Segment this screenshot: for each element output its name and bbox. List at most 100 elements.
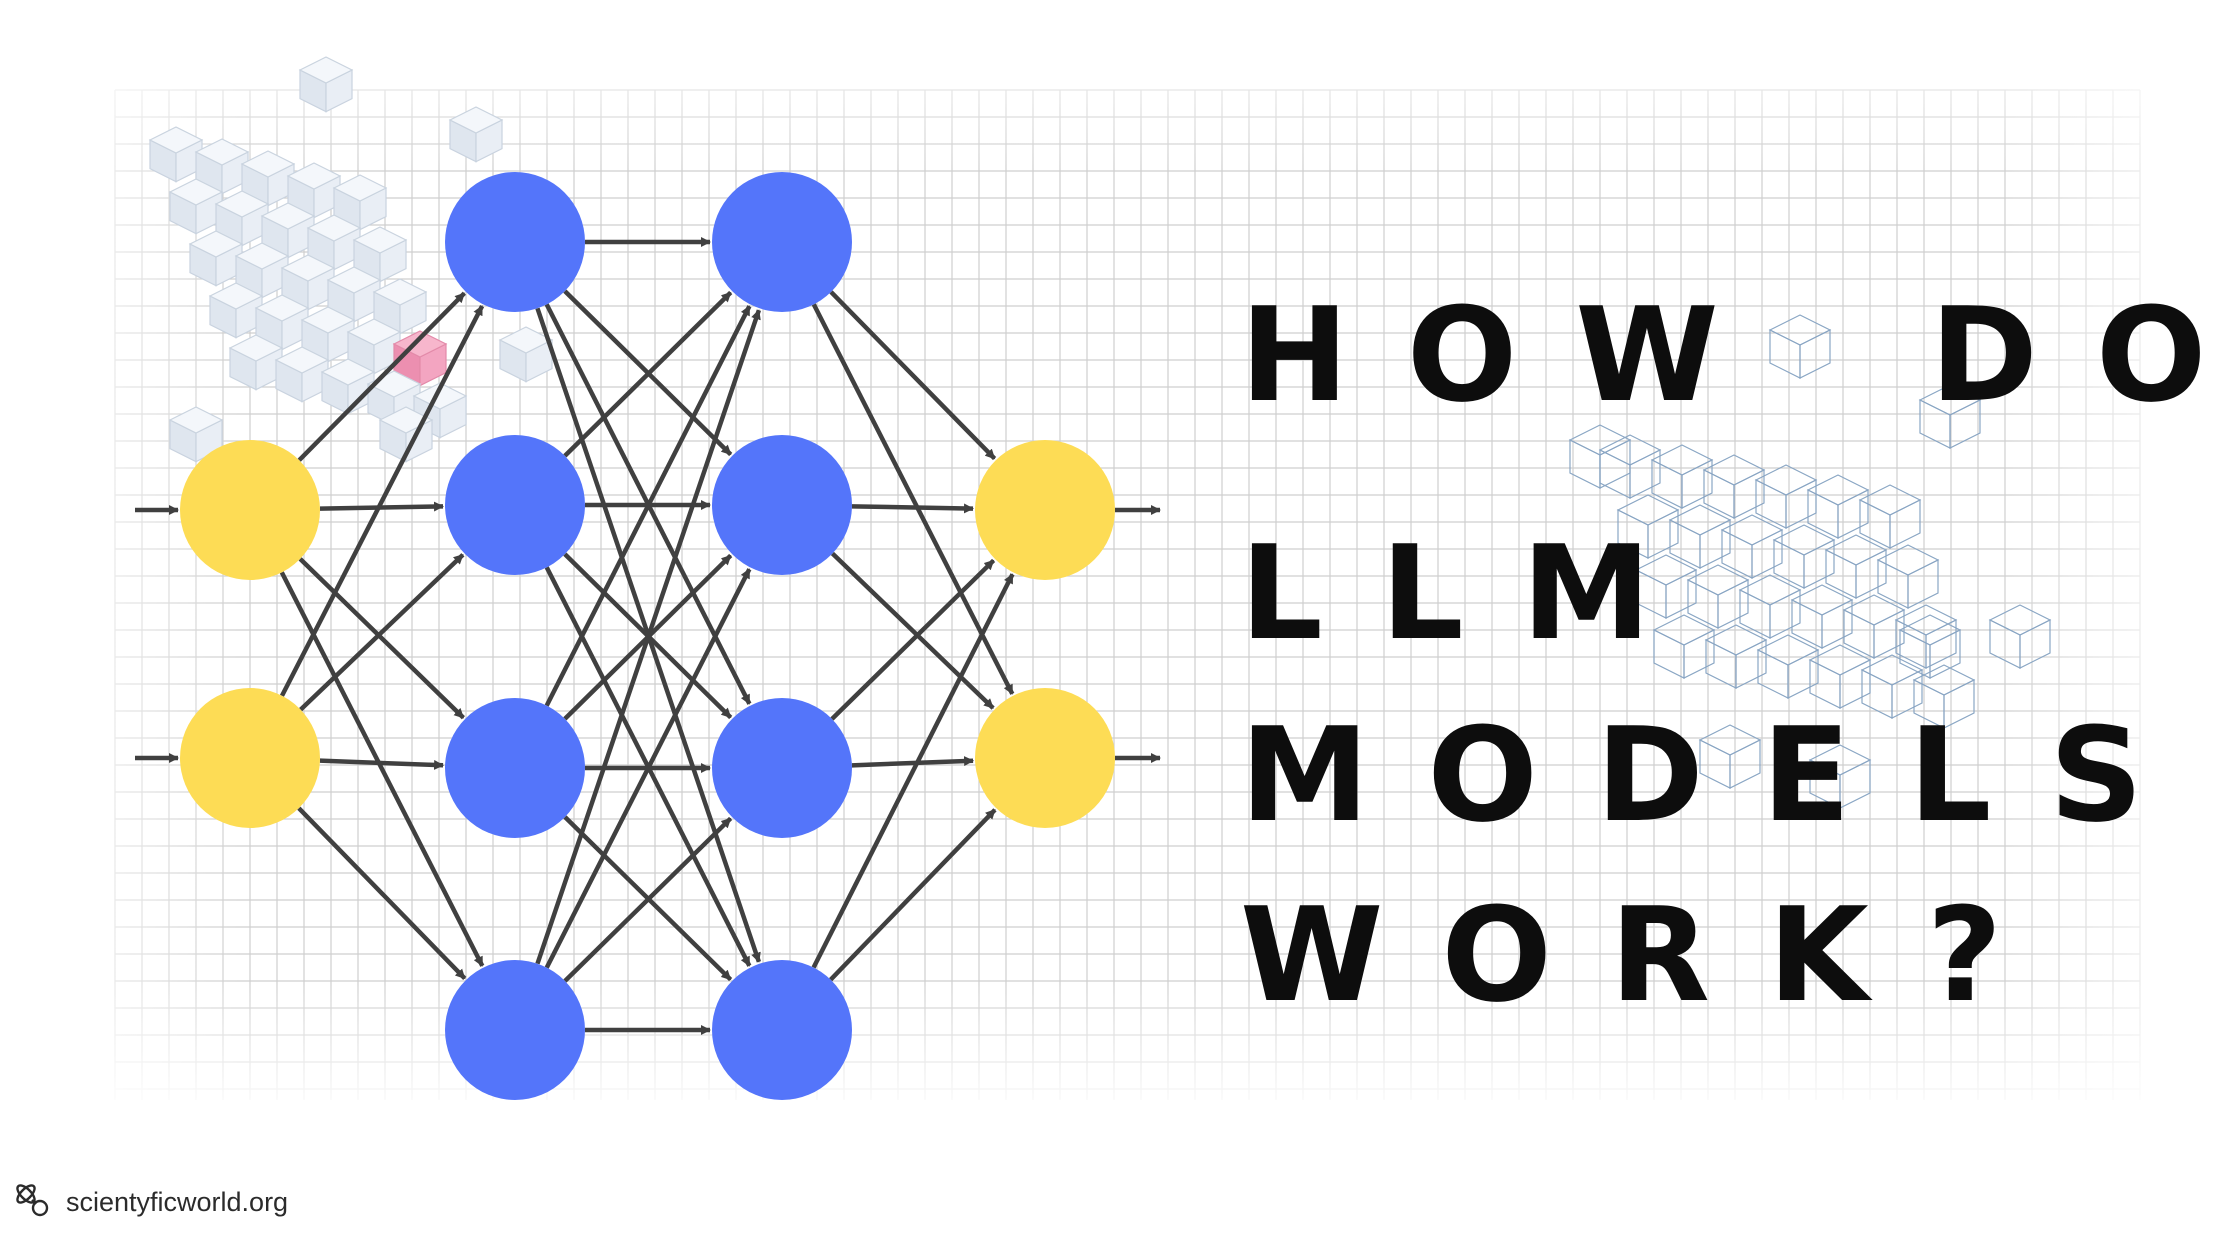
cube [306, 214, 362, 242]
site-url[interactable]: scientyficworld.org [66, 1186, 289, 1217]
cube [320, 358, 376, 386]
input-node [180, 440, 320, 580]
cube [228, 334, 284, 362]
network-edge [297, 806, 467, 980]
io-arrows [135, 505, 1161, 763]
cube [1668, 504, 1732, 536]
cube [148, 126, 204, 154]
cube [1858, 484, 1922, 516]
hidden-1-node [445, 698, 585, 838]
network-edge [544, 568, 752, 969]
cube [260, 202, 316, 230]
network-edge [279, 571, 485, 967]
cube [1720, 514, 1784, 546]
network-edge [544, 305, 752, 707]
cube [254, 294, 310, 322]
cube [1598, 434, 1662, 466]
cube [1704, 624, 1768, 656]
network-edge [811, 303, 1015, 695]
cube [1768, 314, 1832, 346]
cube [1634, 554, 1698, 586]
cube [1988, 604, 2052, 636]
title-word-how: HOW [1240, 279, 1777, 431]
output-node [975, 688, 1115, 828]
cube [326, 266, 382, 294]
cube [300, 306, 356, 334]
cube [298, 56, 354, 84]
hidden-1-node [445, 172, 585, 312]
network-nodes [180, 172, 1115, 1100]
cube [346, 318, 402, 346]
cube [214, 190, 270, 218]
cube [168, 178, 224, 206]
cube [1808, 744, 1872, 776]
network-edge [297, 291, 466, 462]
cube [1860, 654, 1924, 686]
cube [1616, 494, 1680, 526]
footer: scientyficworld.org [10, 1180, 288, 1224]
cube [1772, 524, 1836, 556]
cube [1898, 614, 1962, 646]
hidden-1-node [445, 435, 585, 575]
cube [1756, 634, 1820, 666]
cube [1790, 584, 1854, 616]
cube [194, 138, 250, 166]
cube [498, 326, 554, 354]
cube [1650, 444, 1714, 476]
title-word-work: WORK? [1240, 879, 2061, 1031]
cube [448, 106, 504, 134]
cube [1702, 454, 1766, 486]
network-edge [811, 573, 1015, 969]
network-edge [829, 290, 997, 461]
cube [1912, 664, 1976, 696]
cube [1894, 604, 1958, 636]
cube [372, 278, 428, 306]
network-edge [829, 808, 997, 982]
atom-link-icon [10, 1178, 54, 1227]
cube [208, 282, 264, 310]
network-edge [830, 551, 995, 710]
title-word-llm: LLM [1240, 517, 1710, 669]
network-edge [563, 290, 733, 458]
output-node [975, 440, 1115, 580]
cube [1824, 534, 1888, 566]
network-edge [299, 553, 465, 712]
title-word-models: MODELS [1240, 699, 2202, 851]
cube [240, 150, 296, 178]
cube [1808, 644, 1872, 676]
hidden-1-node [445, 960, 585, 1100]
network-edge [279, 305, 485, 697]
input-node [180, 688, 320, 828]
cube [1918, 384, 1982, 416]
hidden-2-node [712, 435, 852, 575]
network-edge [319, 758, 445, 770]
cube [1806, 474, 1870, 506]
cube [286, 162, 342, 190]
title-word-do: DO [1930, 279, 2240, 431]
cube [1568, 424, 1632, 456]
cube [280, 254, 336, 282]
network-edges [279, 237, 1015, 1035]
cube [1738, 574, 1802, 606]
hidden-2-node [712, 172, 852, 312]
cube [332, 174, 388, 202]
cube [168, 406, 224, 434]
cube [188, 230, 244, 258]
cube [352, 226, 408, 254]
network-edge [830, 558, 996, 721]
cube [1686, 564, 1750, 596]
network-edge [319, 501, 445, 512]
network-edge [298, 557, 465, 720]
cube [1754, 464, 1818, 496]
network-edge [851, 503, 975, 514]
cube-cluster-right [1568, 314, 2052, 809]
network-edge [535, 309, 762, 965]
cube [1876, 544, 1940, 576]
cube [1652, 614, 1716, 646]
cube-cluster-left [148, 56, 554, 463]
cube [234, 242, 290, 270]
cube [1842, 594, 1906, 626]
network-edge [563, 816, 733, 983]
